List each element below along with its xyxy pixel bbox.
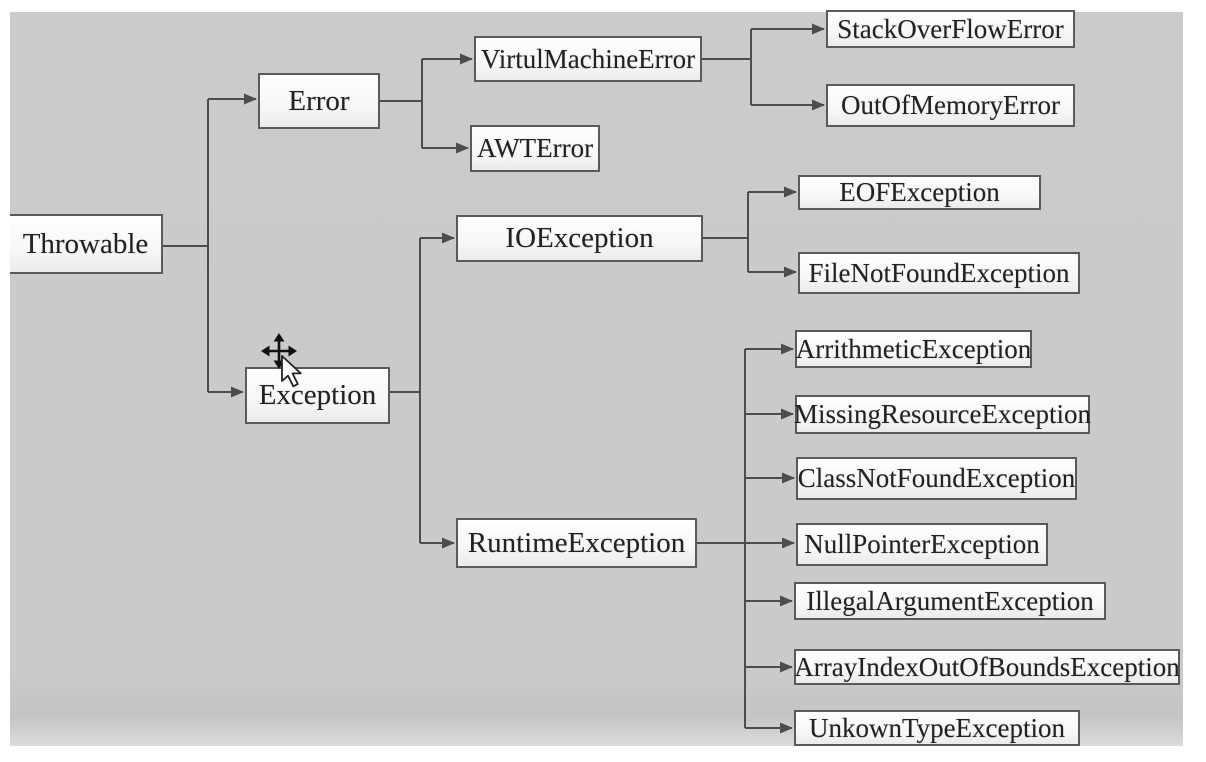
node-out-of-memory-error: OutOfMemoryError <box>826 84 1075 127</box>
node-io-exception: IOException <box>456 215 703 262</box>
node-runtime-exception: RuntimeException <box>456 518 697 568</box>
node-arrithmetic-exception: ArrithmeticException <box>795 330 1032 368</box>
node-missing-resource-exception: MissingResourceException <box>794 395 1091 434</box>
node-unkown-type-exception: UnkownTypeException <box>794 710 1080 746</box>
node-virtul-machine-error: VirtulMachineError <box>474 36 702 82</box>
node-array-index-out-of-bounds-exception: ArrayIndexOutOfBoundsException <box>794 649 1180 685</box>
node-eof-exception: EOFException <box>798 175 1041 210</box>
node-awt-error: AWTError <box>470 125 600 172</box>
node-stack-overflow-error: StackOverFlowError <box>826 10 1075 48</box>
node-class-not-found-exception: ClassNotFoundException <box>796 457 1077 500</box>
node-null-pointer-exception: NullPointerException <box>796 523 1048 566</box>
node-throwable: Throwable <box>10 214 163 274</box>
node-illegal-argument-exception: IllegalArgumentException <box>794 582 1106 620</box>
node-exception: Exception <box>245 367 390 424</box>
node-file-not-found-exception: FileNotFoundException <box>798 252 1080 294</box>
node-error: Error <box>258 73 380 129</box>
